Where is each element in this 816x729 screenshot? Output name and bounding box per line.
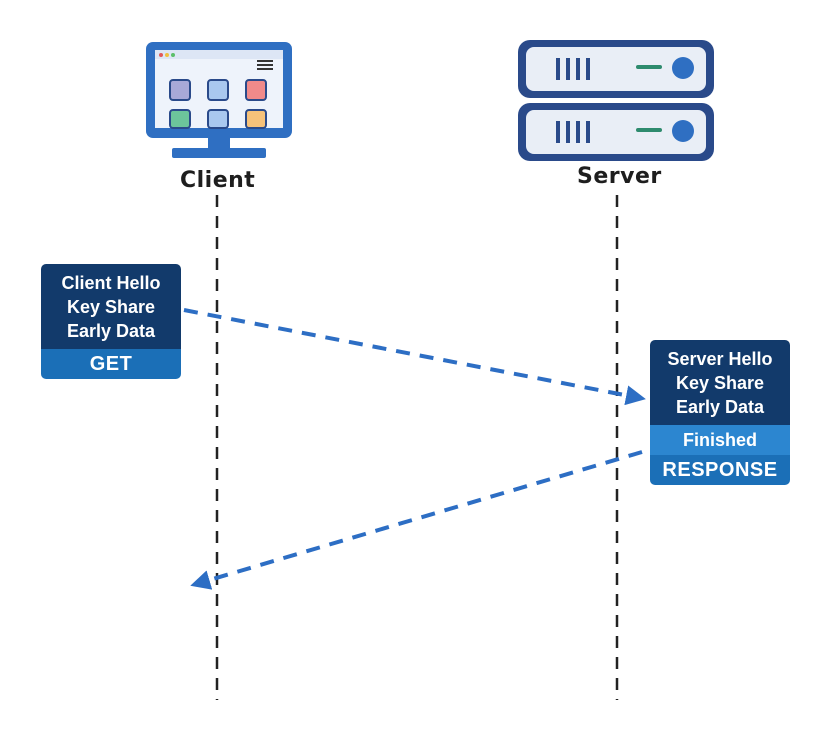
request-arrow	[183, 308, 646, 406]
client-handshake-block: Client Hello Key Share Early Data	[41, 264, 181, 349]
client-label: Client	[180, 168, 256, 193]
server-key-share-text: Key Share	[675, 373, 765, 393]
client-key-share-text: Key Share	[66, 297, 156, 317]
server-message-box: Server Hello Key Share Early Data Finish…	[650, 340, 790, 485]
client-hello-text: Client Hello	[61, 273, 161, 293]
get-request-band: GET	[41, 349, 181, 379]
server-hello-text: Server Hello	[667, 349, 773, 369]
client-message-box: Client Hello Key Share Early Data GET	[41, 264, 181, 379]
finished-band: Finished	[650, 425, 790, 455]
server-early-data-text: Early Data	[675, 397, 765, 417]
monitor-icon	[146, 42, 292, 158]
server-handshake-block: Server Hello Key Share Early Data	[650, 340, 790, 425]
server-icon	[518, 40, 714, 161]
response-band: RESPONSE	[650, 455, 790, 485]
client-early-data-text: Early Data	[66, 321, 156, 341]
server-label: Server	[577, 164, 662, 189]
response-arrow	[190, 450, 643, 590]
